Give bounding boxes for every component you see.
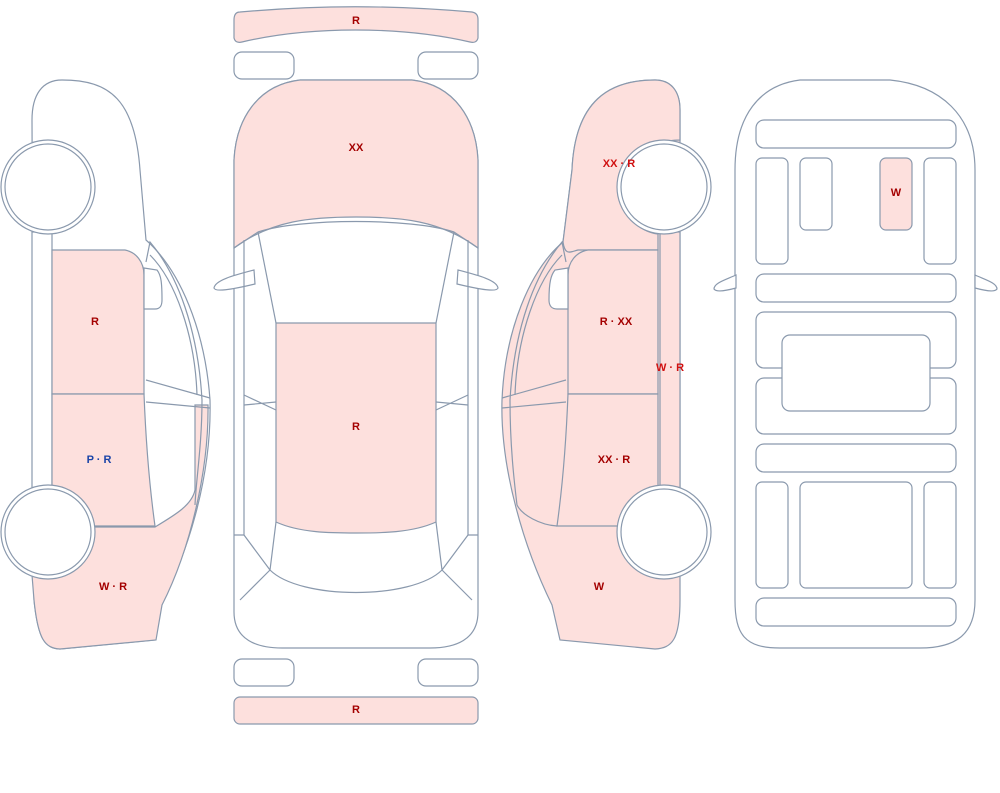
windshield-top [233, 220, 479, 249]
b-pillars [243, 394, 469, 411]
right-rocker-label: W · R [656, 362, 684, 374]
top-view: R XX R R [213, 6, 499, 725]
left-rocker [31, 231, 53, 493]
right-rear-wheel-inner [620, 488, 708, 576]
underbody-bar-1 [755, 273, 957, 303]
left-front-wheel-inner [4, 143, 92, 231]
roof[interactable] [275, 322, 437, 534]
right-rear-quarter-label: W [594, 581, 605, 593]
right-rear-door-label: XX · R [598, 454, 630, 466]
right-mirror [548, 267, 569, 310]
left-window-frame [145, 240, 203, 506]
rear-window [269, 521, 443, 594]
right-window-frame [509, 240, 567, 506]
rear-right-light [417, 658, 479, 687]
front-left-light [233, 51, 295, 80]
underbody-right-stub [974, 274, 998, 292]
underbody-front-crossmember [755, 119, 957, 149]
underbody-bar-2 [755, 443, 957, 473]
right-rear-arch-line [516, 504, 558, 527]
right-pillar-lines [501, 379, 567, 409]
hood-label: XX [349, 142, 364, 154]
underbody-spare-well [799, 481, 913, 589]
front-right-light [417, 51, 479, 80]
side-lines [243, 240, 469, 535]
right-front-door[interactable] [567, 249, 659, 395]
left-pillar-lines [145, 379, 211, 409]
left-glass-line [149, 254, 198, 396]
front-bumper-label: R [352, 15, 360, 27]
hood[interactable] [233, 79, 479, 250]
underbody-left-stub [713, 274, 737, 292]
underbody-left-inner [799, 157, 833, 231]
underbody-view: W [713, 79, 998, 649]
underbody-left-rear-rail [755, 481, 789, 589]
top-left-mirror [213, 269, 256, 291]
roof-label: R [352, 421, 360, 433]
trunk-lines [239, 569, 473, 601]
right-front-wheel-inner [620, 143, 708, 231]
left-mirror [143, 267, 163, 310]
underbody-left-front-rail [755, 157, 789, 265]
left-rear-quarter-label: W · R [99, 581, 127, 593]
top-right-mirror [456, 269, 499, 291]
left-front-door[interactable] [51, 249, 145, 395]
c-pillars [243, 534, 469, 571]
right-glass-line [514, 254, 563, 396]
underbody-right-inner[interactable] [879, 157, 913, 231]
right-front-door-label: R · XX [600, 316, 633, 328]
front-bumper[interactable] [233, 6, 479, 43]
underbody-right-rear-rail [923, 481, 957, 589]
left-front-door-label: R [91, 316, 99, 328]
underbody-panel-label: W [891, 187, 902, 199]
rear-bumper-label: R [352, 704, 360, 716]
left-rear-door-label: P · R [87, 454, 112, 466]
underbody-tunnel [781, 334, 931, 412]
right-front-fender-label: XX · R [603, 158, 635, 170]
underbody-right-front-rail [923, 157, 957, 265]
right-side-view: XX · R R · XX W · R XX · R W [501, 79, 712, 650]
underbody-rear-crossmember [755, 597, 957, 627]
left-rear-wheel-inner [4, 488, 92, 576]
left-side-view: R P · R W · R [0, 79, 211, 650]
a-pillars [257, 231, 455, 324]
rear-left-light [233, 658, 295, 687]
rear-bumper[interactable] [233, 696, 479, 725]
